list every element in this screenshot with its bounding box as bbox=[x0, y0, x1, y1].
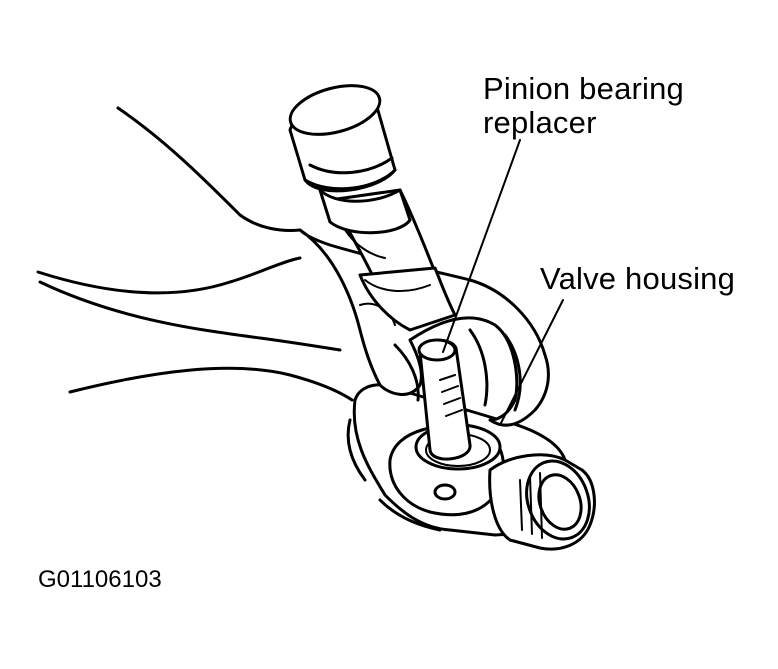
leader-pinion-bearing-replacer bbox=[442, 139, 521, 353]
pinion-label-line1: Pinion bearing bbox=[483, 71, 685, 106]
leader-valve-housing bbox=[499, 299, 564, 426]
pinion-label-line2: replacer bbox=[483, 105, 597, 140]
hammer bbox=[288, 84, 457, 332]
pinion-bearing-replacer-label: Pinion bearing replacer bbox=[483, 72, 684, 140]
valve-housing bbox=[346, 383, 596, 551]
leader-lines bbox=[442, 139, 564, 426]
valve-housing-label: Valve housing bbox=[540, 261, 736, 296]
arm bbox=[36, 106, 354, 402]
figure-id: G01106103 bbox=[38, 566, 162, 593]
